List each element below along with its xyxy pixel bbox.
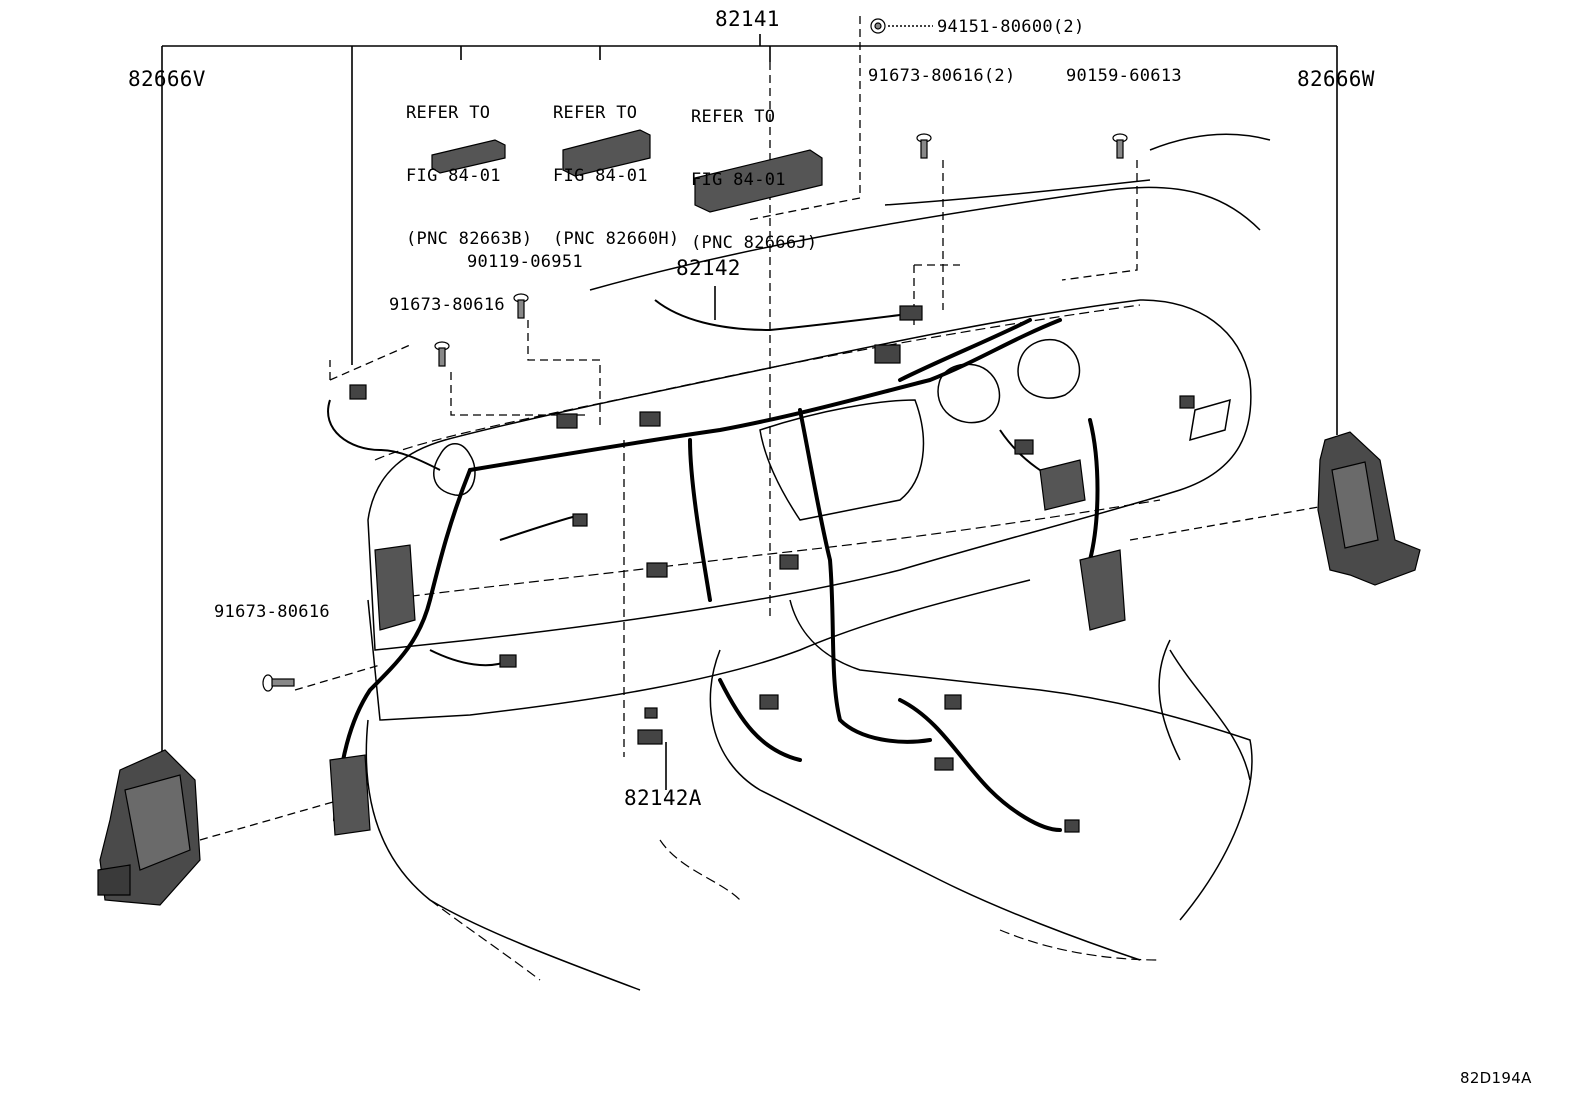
junction-block-82666V — [97, 749, 201, 906]
screw-90159-60613-icon — [1112, 133, 1128, 159]
refer-line-3: (PNC 82660H) — [553, 229, 680, 249]
dash-face — [367, 579, 1031, 721]
refer-line-2: FIG 84-01 — [691, 170, 786, 190]
label-82666W: 82666W — [1297, 67, 1375, 91]
label-91673-80616-lower: 91673-80616 — [214, 602, 330, 622]
refer-line-2: FIG 84-01 — [553, 166, 648, 186]
refer-line-1: REFER TO — [406, 103, 491, 123]
label-90119-06951: 90119-06951 — [467, 252, 583, 272]
label-94151-80600: 94151-80600(2) — [937, 17, 1085, 37]
gauge-2 — [1017, 338, 1081, 399]
label-82141: 82141 — [715, 7, 780, 31]
refer-line-3: (PNC 82666J) — [691, 233, 818, 253]
label-91673-80616-upper: 91673-80616 — [389, 295, 505, 315]
bolt-91673-80616-lower-left-icon — [262, 674, 295, 692]
refer-line-3: (PNC 82663B) — [406, 229, 533, 249]
label-82142A: 82142A — [624, 786, 702, 810]
glovebox — [759, 399, 925, 521]
harness-main — [468, 318, 1062, 472]
relay-block-82660H — [562, 129, 651, 177]
label-82666V: 82666V — [128, 67, 206, 91]
refer-line-1: REFER TO — [691, 107, 776, 127]
floor-left — [365, 719, 641, 991]
label-82142: 82142 — [676, 256, 741, 280]
leader-bar-82141 — [162, 34, 1337, 47]
floor-right — [1158, 639, 1251, 781]
console-side — [709, 649, 1141, 961]
dash-top-edge — [589, 186, 1261, 291]
windshield-edge — [884, 133, 1271, 206]
bolt-91673-80616-pair-icon — [916, 133, 932, 159]
gauge-1 — [937, 363, 1001, 424]
refer-line-2: FIG 84-01 — [406, 166, 501, 186]
refer-note-82663B: REFER TO FIG 84-01 (PNC 82663B) — [406, 61, 532, 292]
bolt-91673-80616-upper-left-icon — [434, 341, 450, 367]
console — [789, 599, 1253, 921]
relay-block-82663B — [431, 139, 506, 174]
leader-refer-1 — [351, 46, 771, 365]
relay-block-82666J — [694, 149, 823, 213]
figure-code: 82D194A — [1460, 1069, 1532, 1087]
vent-left — [433, 443, 476, 496]
refer-note-82666J: REFER TO FIG 84-01 (PNC 82666J) — [691, 65, 817, 296]
vent-right — [1189, 398, 1231, 442]
refer-line-1: REFER TO — [553, 103, 638, 123]
junction-block-82666W — [1317, 431, 1421, 586]
label-90159-60613: 90159-60613 — [1066, 66, 1182, 86]
refer-note-82660H: REFER TO FIG 84-01 (PNC 82660H) — [553, 61, 679, 292]
bolt-90119-06951-icon — [513, 293, 529, 319]
label-91673-80616-pair: 91673-80616(2) — [868, 66, 1016, 86]
